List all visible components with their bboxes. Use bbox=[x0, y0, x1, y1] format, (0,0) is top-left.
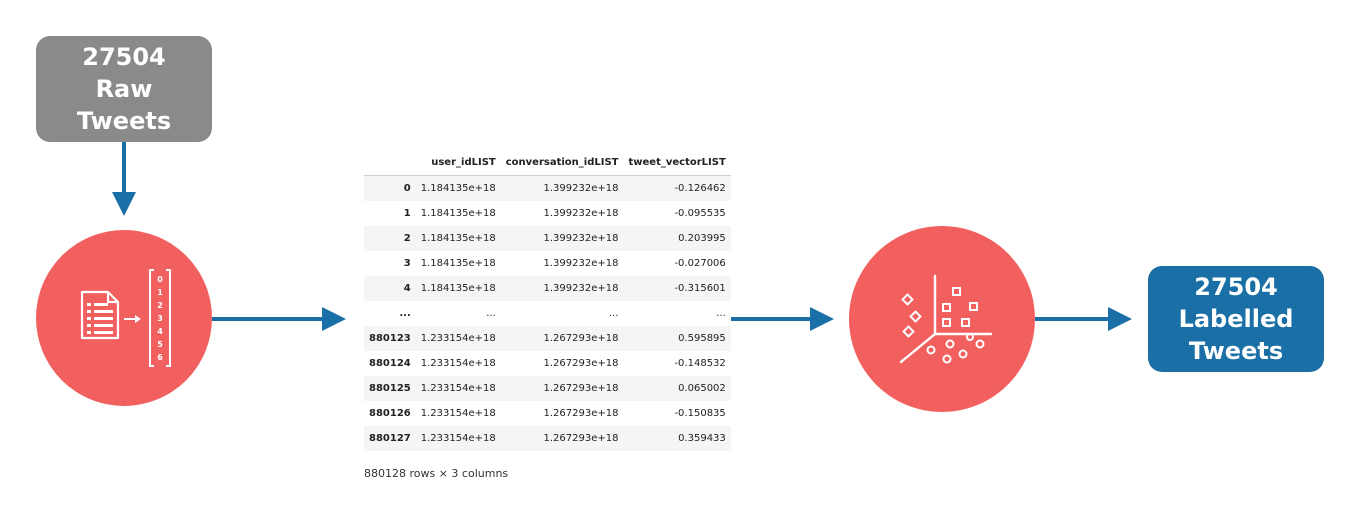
table-row: 1 1.184135e+18 1.399232e+18 -0.095535 bbox=[364, 201, 731, 226]
cell-tweet-vector: 0.203995 bbox=[678, 233, 726, 244]
table-row: 880126 1.233154e+18 1.267293e+18 -0.1508… bbox=[364, 401, 731, 426]
cell-conversation-id: 1.267293e+18 bbox=[543, 358, 619, 369]
cell-conversation-id: 1.399232e+18 bbox=[543, 233, 619, 244]
table-header-row: user_idLIST conversation_idLIST tweet_ve… bbox=[364, 150, 731, 176]
cell-user-id: 1.184135e+18 bbox=[420, 183, 496, 194]
vector-digit: 2 bbox=[157, 301, 163, 310]
row-index: 880127 bbox=[369, 433, 411, 444]
cell-tweet-vector: -0.095535 bbox=[674, 208, 726, 219]
cell-tweet-vector: -0.148532 bbox=[674, 358, 726, 369]
cell-user-id: 1.233154e+18 bbox=[420, 333, 496, 344]
cell-user-id: 1.233154e+18 bbox=[420, 358, 496, 369]
raw-tweets-box: 27504 Raw Tweets bbox=[36, 36, 212, 142]
dataframe-preview: user_idLIST conversation_idLIST tweet_ve… bbox=[364, 150, 731, 480]
labelled-tweets-box: 27504 Labelled Tweets bbox=[1148, 266, 1324, 372]
cell-conversation-id: 1.267293e+18 bbox=[543, 408, 619, 419]
cell-user-id: 1.184135e+18 bbox=[420, 233, 496, 244]
row-index: 0 bbox=[403, 183, 411, 194]
cell-user-id: 1.233154e+18 bbox=[420, 433, 496, 444]
vector-digit: 5 bbox=[157, 340, 163, 349]
column-header: user_idLIST bbox=[415, 150, 501, 176]
cell-conversation-id: 1.267293e+18 bbox=[543, 333, 619, 344]
cell-tweet-vector: -0.315601 bbox=[674, 283, 726, 294]
cell-tweet-vector: 0.595895 bbox=[678, 333, 726, 344]
table-row: 880125 1.233154e+18 1.267293e+18 0.06500… bbox=[364, 376, 731, 401]
table-row: 2 1.184135e+18 1.399232e+18 0.203995 bbox=[364, 226, 731, 251]
table-row: 880127 1.233154e+18 1.267293e+18 0.35943… bbox=[364, 426, 731, 451]
labelled-tweets-label-line2: Tweets bbox=[1188, 337, 1284, 365]
cell-user-id: 1.184135e+18 bbox=[420, 283, 496, 294]
vector-digit: 3 bbox=[157, 314, 163, 323]
cell-conversation-id: 1.267293e+18 bbox=[543, 433, 619, 444]
cell-user-id: ... bbox=[486, 308, 496, 319]
clustering-step bbox=[849, 226, 1035, 412]
dataframe-table: user_idLIST conversation_idLIST tweet_ve… bbox=[364, 150, 731, 451]
row-index: 880123 bbox=[369, 333, 411, 344]
cell-conversation-id: 1.399232e+18 bbox=[543, 258, 619, 269]
row-index: 2 bbox=[403, 233, 411, 244]
column-header: conversation_idLIST bbox=[500, 150, 624, 176]
cell-conversation-id: 1.399232e+18 bbox=[543, 183, 619, 194]
vector-digit: 0 bbox=[157, 275, 163, 284]
cell-tweet-vector: -0.126462 bbox=[674, 183, 726, 194]
vector-digit: 4 bbox=[157, 327, 163, 336]
cell-user-id: 1.233154e+18 bbox=[420, 383, 496, 394]
labelled-tweets-label-line1: Labelled bbox=[1178, 305, 1294, 333]
cell-conversation-id: ... bbox=[608, 308, 619, 319]
cell-user-id: 1.233154e+18 bbox=[420, 408, 496, 419]
raw-tweets-count: 27504 bbox=[82, 43, 166, 71]
dataframe-shape-caption: 880128 rows × 3 columns bbox=[364, 467, 509, 480]
vectorize-step: 0 1 2 3 4 5 6 bbox=[36, 230, 212, 406]
cell-tweet-vector: 0.065002 bbox=[678, 383, 726, 394]
raw-tweets-label-line2: Tweets bbox=[76, 107, 172, 135]
column-header: tweet_vectorLIST bbox=[623, 150, 731, 176]
table-row: 880124 1.233154e+18 1.267293e+18 -0.1485… bbox=[364, 351, 731, 376]
cell-tweet-vector: -0.150835 bbox=[674, 408, 726, 419]
vector-digit: 1 bbox=[157, 288, 163, 297]
row-index: 1 bbox=[403, 208, 411, 219]
table-row: 4 1.184135e+18 1.399232e+18 -0.315601 bbox=[364, 276, 731, 301]
row-index: 3 bbox=[403, 258, 411, 269]
cell-tweet-vector: -0.027006 bbox=[674, 258, 726, 269]
row-index: 4 bbox=[403, 283, 411, 294]
raw-tweets-label-line1: Raw bbox=[95, 75, 153, 103]
cell-conversation-id: 1.267293e+18 bbox=[543, 383, 619, 394]
cell-user-id: 1.184135e+18 bbox=[420, 208, 496, 219]
vector-digit: 6 bbox=[157, 353, 163, 362]
cell-tweet-vector: 0.359433 bbox=[678, 433, 726, 444]
cell-conversation-id: 1.399232e+18 bbox=[543, 208, 619, 219]
row-index: 880124 bbox=[369, 358, 411, 369]
cell-tweet-vector: ... bbox=[716, 308, 726, 319]
document-to-vector-icon: 0 1 2 3 4 5 6 bbox=[80, 269, 171, 367]
table-row-ellipsis: ... ... ... ... bbox=[364, 301, 731, 326]
scatter-clustering-icon bbox=[899, 274, 993, 364]
row-index: ... bbox=[399, 308, 411, 319]
labelled-tweets-count: 27504 bbox=[1194, 273, 1278, 301]
row-index: 880126 bbox=[369, 408, 411, 419]
table-row: 3 1.184135e+18 1.399232e+18 -0.027006 bbox=[364, 251, 731, 276]
table-row: 0 1.184135e+18 1.399232e+18 -0.126462 bbox=[364, 175, 731, 201]
table-row: 880123 1.233154e+18 1.267293e+18 0.59589… bbox=[364, 326, 731, 351]
index-header bbox=[364, 150, 416, 176]
cell-user-id: 1.184135e+18 bbox=[420, 258, 496, 269]
cell-conversation-id: 1.399232e+18 bbox=[543, 283, 619, 294]
row-index: 880125 bbox=[369, 383, 411, 394]
